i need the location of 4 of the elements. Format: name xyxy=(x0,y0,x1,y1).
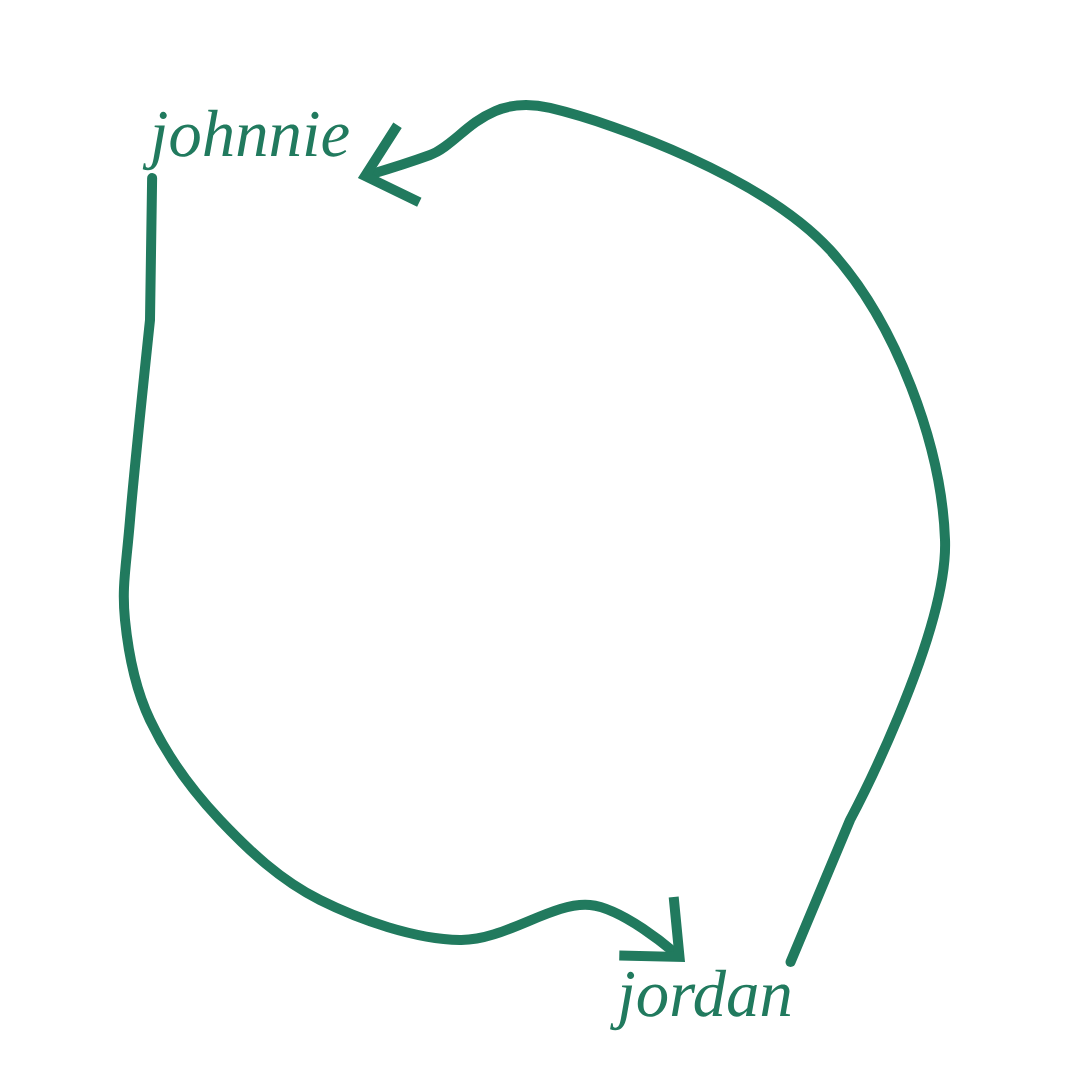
hand-drawn-arrow xyxy=(357,100,950,967)
handwritten-name: jordan xyxy=(610,969,791,1031)
hand-drawn-arrow xyxy=(118,173,685,962)
handwritten-name: johnnie xyxy=(142,109,349,171)
